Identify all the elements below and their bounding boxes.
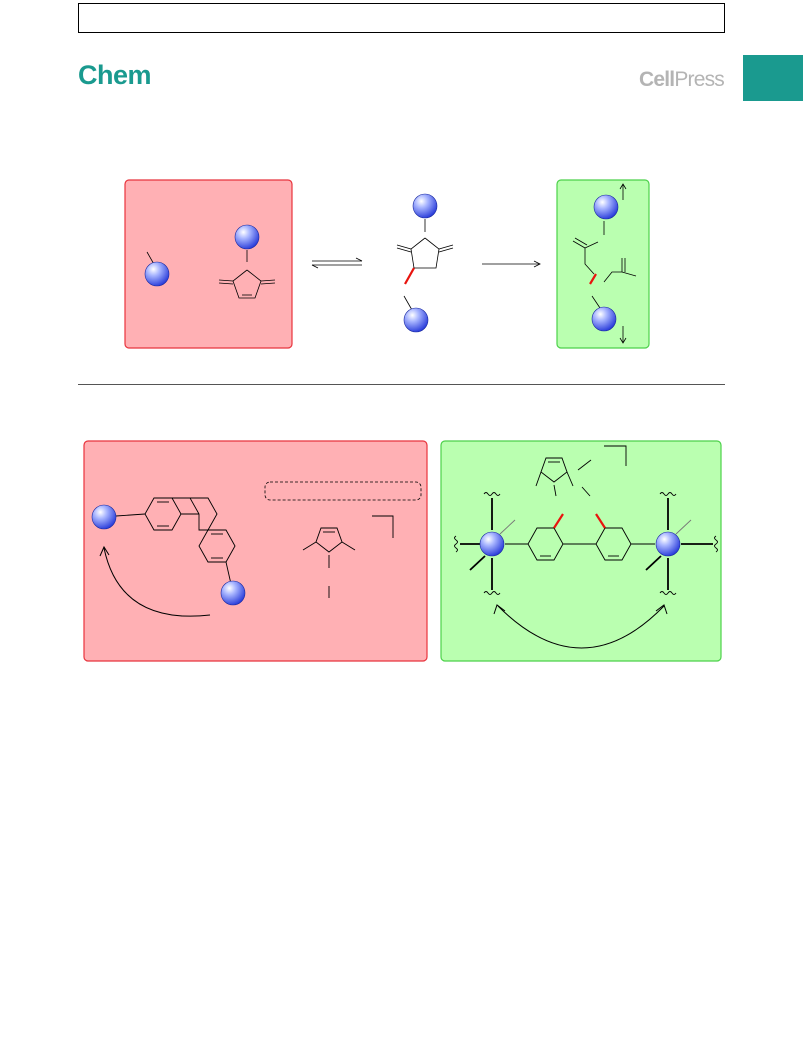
equilibrium-arrow-icon	[311, 257, 363, 269]
polymer-sphere-icon	[403, 307, 429, 333]
adduct-ring	[396, 219, 454, 311]
product-panel	[556, 179, 650, 349]
arrow-head	[99, 545, 110, 557]
top-caption-frame	[78, 3, 725, 33]
rotation-arrow-icon	[497, 605, 665, 649]
section-divider	[78, 384, 725, 385]
reaction-arrow-icon	[482, 260, 541, 268]
condition-label-frame	[264, 481, 422, 501]
biphenylene-structure	[115, 497, 236, 585]
polymer-sphere-icon	[593, 194, 619, 220]
maleimide-ring	[218, 250, 276, 299]
polymer-sphere-icon	[591, 306, 617, 332]
cp-complex-icon	[302, 515, 394, 598]
rotation-arrow-icon	[103, 547, 211, 617]
polymer-sphere-icon	[234, 224, 260, 250]
arrow-head	[655, 604, 668, 615]
polymer-sphere-icon	[220, 580, 246, 606]
cleaved-bond-mark	[589, 273, 597, 285]
publisher-logo-cell: Cell	[639, 68, 675, 91]
biphenyl-network-panel	[440, 440, 722, 662]
crosslink-sphere-icon	[655, 531, 681, 557]
section-tab	[743, 55, 803, 101]
publisher-logo-press: Press	[674, 68, 725, 91]
reactant-panel	[124, 179, 293, 349]
bridging-bonds	[553, 513, 606, 529]
journal-logo: Chem	[78, 60, 152, 90]
polymer-sphere-icon	[412, 193, 438, 219]
scissile-bond	[404, 267, 415, 285]
biphenylene-panel	[83, 440, 428, 662]
arrow-head	[493, 604, 506, 615]
cleaved-fragments	[572, 183, 637, 344]
publisher-logo: CellPress	[639, 68, 725, 92]
crosslink-sphere-icon	[479, 531, 505, 557]
polymer-sphere-icon	[144, 261, 170, 287]
polymer-sphere-icon	[91, 504, 117, 530]
